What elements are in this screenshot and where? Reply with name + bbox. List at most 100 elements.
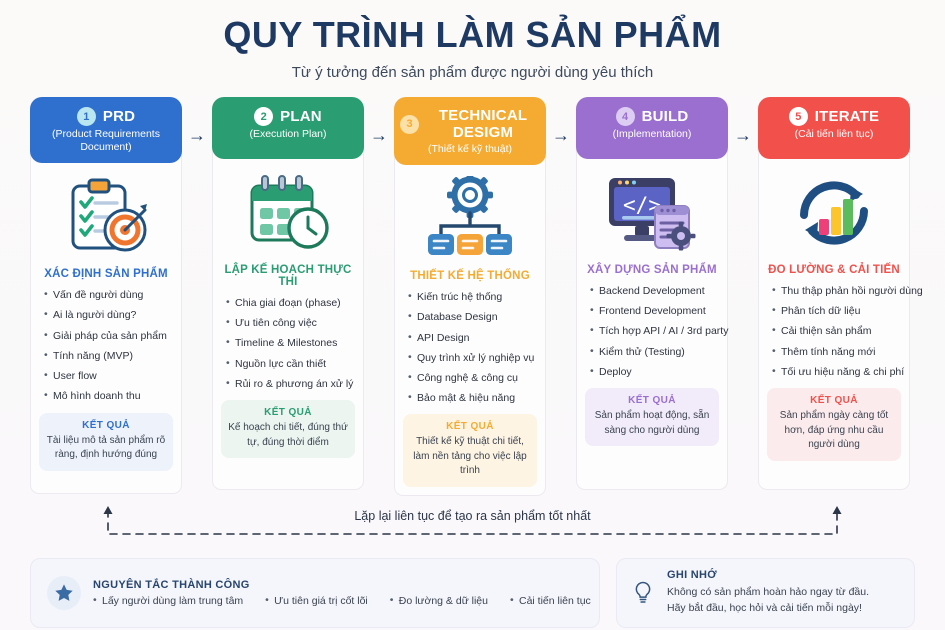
step-item-list-1: Vấn đề người dùng Ai là người dùng? Giải p… bbox=[39, 287, 173, 404]
step-result-title-4: KẾT QUẢ bbox=[628, 395, 676, 407]
list-item: Frontend Development bbox=[590, 303, 717, 319]
step-card-5[interactable]: 5 ITERATE (Cải tiến liên tục) ĐO LƯỜNG &… bbox=[758, 97, 923, 490]
footer: NGUYÊN TẮC THÀNH CÔNG Lấy người dùng làm… bbox=[30, 558, 915, 628]
loop-label: Lặp lại liên tục để tạo ra sản phẩm tốt … bbox=[354, 509, 591, 523]
list-item: Công nghệ & công cụ bbox=[408, 370, 535, 386]
step-result-title-1: KẾT QUẢ bbox=[82, 419, 130, 431]
list-item: API Design bbox=[408, 330, 535, 346]
step-card-2[interactable]: 2 PLAN (Execution Plan) bbox=[212, 97, 364, 490]
list-item: Rủi ro & phương án xử lý bbox=[226, 376, 353, 392]
step-result-5: KẾT QUẢ Sản phẩm ngày càng tốt hơn, đáp … bbox=[767, 388, 901, 461]
iteration-loop: Lặp lại liên tục để tạo ra sản phẩm tốt … bbox=[30, 500, 915, 546]
step-badge-top: 2 PLAN bbox=[218, 107, 358, 126]
monitor-code-icon: </> bbox=[585, 166, 719, 258]
principle-item: Lấy người dùng làm trung tâm bbox=[93, 594, 243, 607]
step-result-4: KẾT QUẢ Sản phẩm hoạt động, sẵn sàng cho… bbox=[585, 388, 719, 447]
star-icon bbox=[47, 575, 81, 610]
step-result-3: KẾT QUẢ Thiết kế kỹ thuật chi tiết, làm … bbox=[403, 414, 537, 487]
step-name-4: BUILD bbox=[641, 108, 689, 125]
step-result-text-2: Kế hoạch chi tiết, đúng thứ tự, đúng thờ… bbox=[228, 422, 348, 448]
step-body-5: ĐO LƯỜNG & CẢI TIẾN Thu thập phản hồi ng… bbox=[758, 150, 923, 490]
list-item: Vấn đề người dùng bbox=[44, 287, 171, 303]
list-item: User flow bbox=[44, 368, 171, 384]
step-badge-top: 1 PRD bbox=[36, 107, 176, 126]
step-section-title-2: LẬP KẾ HOẠCH THỰC THI bbox=[224, 264, 352, 288]
principles-heading: NGUYÊN TẮC THÀNH CÔNG bbox=[93, 578, 250, 591]
step-section-title-5: ĐO LƯỜNG & CẢI TIẾN bbox=[768, 264, 900, 276]
step-item-list-4: Backend DevelopmentFrontend DevelopmentT… bbox=[585, 283, 728, 380]
step-number-4: 4 bbox=[615, 107, 635, 126]
list-item: Tính năng (MVP) bbox=[44, 348, 171, 364]
step-result-text-3: Thiết kế kỹ thuật chi tiết, làm nền tảng… bbox=[413, 436, 527, 477]
step-subtitle-2: (Execution Plan) bbox=[249, 128, 327, 140]
step-arrow-2: → bbox=[370, 125, 388, 145]
step-subtitle-3: (Thiết kế kỹ thuật) bbox=[427, 143, 513, 155]
step-badge-2: 2 PLAN (Execution Plan) bbox=[212, 97, 364, 159]
note-box: GHI NHỚ Không có sản phẩm hoàn hảo ngay … bbox=[616, 558, 915, 628]
step-result-text-5: Sản phẩm ngày càng tốt hơn, đáp ứng nhu … bbox=[779, 410, 889, 451]
step-subtitle-1: (Product Requirements Document) bbox=[52, 128, 160, 154]
list-item: Phân tích dữ liệu bbox=[772, 303, 899, 319]
step-card-1[interactable]: 1 PRD (Product Requirements Document) bbox=[30, 97, 182, 495]
list-item: Tích hợp API / AI / 3rd party bbox=[590, 323, 728, 339]
step-badge-5: 5 ITERATE (Cải tiến liên tục) bbox=[758, 97, 910, 159]
step-number-5: 5 bbox=[788, 107, 808, 126]
list-item: Kiểm thử (Testing) bbox=[590, 344, 717, 360]
step-badge-top: 4 BUILD bbox=[582, 107, 722, 126]
list-item: Mô hình doanh thu bbox=[44, 388, 171, 404]
step-item-list-5: Thu thập phản hồi người dùngPhân tích dữ… bbox=[767, 283, 923, 380]
step-result-title-5: KẾT QUẢ bbox=[810, 395, 858, 407]
step-section-title-3: THIẾT KẾ HỆ THỐNG bbox=[410, 270, 530, 283]
step-badge-4: 4 BUILD (Implementation) bbox=[576, 97, 728, 159]
step-card-3[interactable]: 3 TECHNICAL DESIGM (Thiết kế kỹ thuật) bbox=[394, 97, 546, 497]
note-line-2: Hãy bắt đầu, học hỏi và cải tiến mỗi ngà… bbox=[667, 601, 862, 614]
step-body-2: LẬP KẾ HOẠCH THỰC THI Chia giai đoạn (ph… bbox=[212, 150, 364, 490]
principles-list: Lấy người dùng làm trung tâm Ưu tiên giá … bbox=[93, 594, 591, 607]
step-section-title-4: XÂY DỰNG SẢN PHẨM bbox=[587, 264, 717, 276]
list-item: Database Design bbox=[408, 309, 535, 325]
gear-architecture-icon bbox=[403, 172, 537, 264]
list-item: Ai là người dùng? bbox=[44, 307, 171, 323]
list-item: Backend Development bbox=[590, 283, 717, 299]
step-arrow-3: → bbox=[552, 125, 570, 145]
process-steps: 1 PRD (Product Requirements Document) bbox=[30, 97, 923, 497]
list-item: Kiến trúc hệ thống bbox=[408, 289, 535, 305]
page-subtitle: Từ ý tưởng đến sản phẩm được người dùng … bbox=[291, 64, 654, 82]
step-number-3: 3 bbox=[400, 114, 419, 134]
step-result-2: KẾT QUẢ Kế hoạch chi tiết, đúng thứ tự, … bbox=[221, 400, 355, 459]
calendar-clock-icon bbox=[221, 166, 355, 258]
list-item: Thu thập phản hồi người dùng bbox=[772, 283, 923, 299]
step-name-2: PLAN bbox=[280, 108, 322, 125]
list-item: Deploy bbox=[590, 364, 717, 380]
list-item: Giải pháp của sản phẩm bbox=[44, 328, 171, 344]
note-heading: GHI NHỚ bbox=[667, 569, 717, 581]
step-body-4: </> bbox=[576, 150, 728, 490]
step-result-title-2: KẾT QUẢ bbox=[264, 407, 312, 419]
step-name-1: PRD bbox=[102, 108, 136, 125]
step-name-3: TECHNICAL DESIGM bbox=[438, 107, 528, 141]
principles-box: NGUYÊN TẮC THÀNH CÔNG Lấy người dùng làm… bbox=[30, 558, 600, 628]
step-body-3: THIẾT KẾ HỆ THỐNG Kiến trúc hệ thốngData… bbox=[394, 156, 546, 497]
list-item: Nguồn lực cần thiết bbox=[226, 356, 353, 372]
refresh-chart-icon bbox=[767, 166, 901, 258]
step-result-text-4: Sản phẩm hoạt động, sẵn sàng cho người d… bbox=[594, 410, 710, 436]
step-name-5: ITERATE bbox=[814, 108, 880, 125]
list-item: Timeline & Milestones bbox=[226, 335, 353, 351]
step-card-4[interactable]: 4 BUILD (Implementation) </> bbox=[576, 97, 728, 490]
list-item: Bảo mật & hiệu năng bbox=[408, 390, 535, 406]
step-badge-1: 1 PRD (Product Requirements Document) bbox=[30, 97, 182, 164]
page-title: QUY TRÌNH LÀM SẢN PHẨM bbox=[223, 14, 722, 55]
step-subtitle-5: (Cải tiến liên tục) bbox=[794, 128, 874, 140]
principle-item: Ưu tiên giá trị cốt lõi bbox=[265, 594, 368, 607]
step-badge-top: 5 ITERATE bbox=[764, 107, 904, 126]
list-item: Chia giai đoạn (phase) bbox=[226, 295, 353, 311]
step-result-1: KẾT QUẢ Tài liệu mô tả sản phẩm rõ ràng,… bbox=[39, 412, 173, 471]
list-item: Quy trình xử lý nghiệp vụ bbox=[408, 350, 535, 366]
loop-arrow-path bbox=[103, 506, 842, 535]
clipboard-target-icon bbox=[39, 170, 173, 262]
principle-item: Cải tiến liên tục bbox=[510, 594, 591, 607]
step-arrow-1: → bbox=[188, 125, 206, 145]
step-badge-top: 3 TECHNICAL DESIGM bbox=[400, 107, 540, 141]
step-item-list-2: Chia giai đoạn (phase)Ưu tiên công việcT… bbox=[221, 295, 355, 392]
